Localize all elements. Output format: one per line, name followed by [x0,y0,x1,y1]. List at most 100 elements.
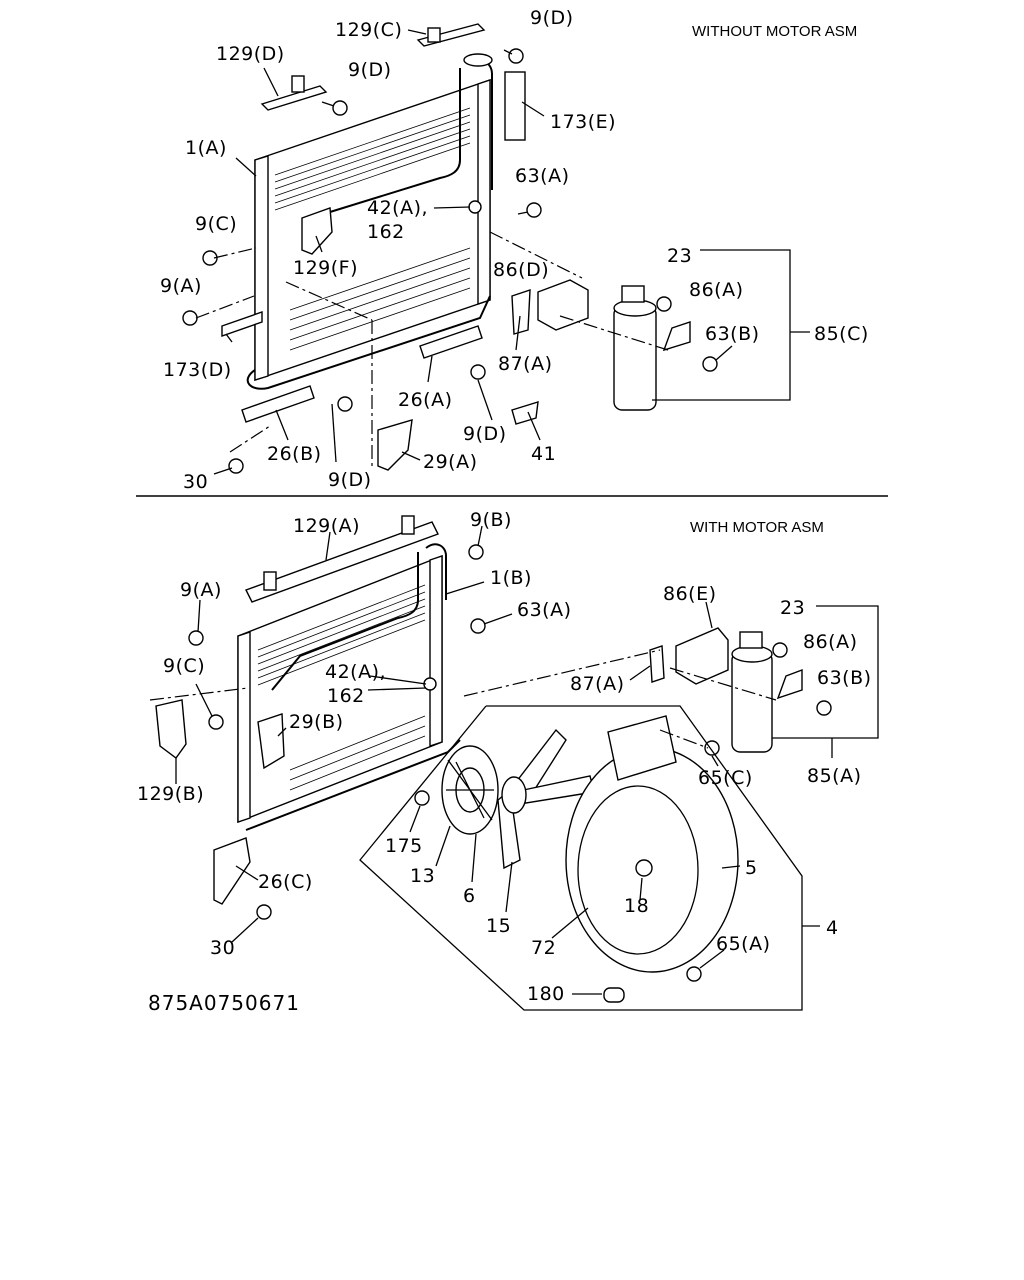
callout-26b-top: 26(B) [267,443,322,465]
callout-30-bottom: 30 [210,937,235,959]
bolt-9d-upper [321,100,348,116]
receiver-drier-23-bottom [731,631,788,753]
callout-86a-bottom: 86(A) [803,631,858,653]
bolt-9c-top [202,250,218,266]
bolt-9d-low [337,396,353,412]
callout-9c-bottom: 9(C) [163,655,205,677]
bracket-129b [155,699,187,759]
bracket-26b [241,385,315,423]
callout-65a-bottom: 65(A) [716,933,771,955]
clamp-86a-top [662,321,691,352]
callout-9d-top-2: 9(D) [348,59,392,81]
callout-26c-bottom: 26(C) [258,871,313,893]
callout-15-bottom: 15 [486,915,511,937]
fan-shroud-5 [565,715,739,973]
bracket-41 [511,401,539,425]
callout-72-bottom: 72 [531,937,556,959]
callout-63b-top: 63(B) [705,323,760,345]
top-section-title: WITHOUT MOTOR ASM [692,23,857,40]
condenser-1b [237,543,461,831]
seal-173d [221,311,263,337]
callout-9d-top-1: 9(D) [530,7,574,29]
top-section: WITHOUT MOTOR ASM [160,7,868,493]
bracket-29a [377,419,413,471]
bracket-87a-top [511,289,531,335]
callout-6-bottom: 6 [463,885,476,907]
bolt-30-bottom [256,904,272,920]
callout-42a-top: 42(A), [367,197,428,219]
clamp-86e [675,627,729,685]
callout-26a-top: 26(A) [398,389,453,411]
bolt-175 [414,790,430,806]
callout-129f-top: 129(F) [293,257,358,279]
bottom-section-title: WITH MOTOR ASM [690,519,824,536]
callout-30-top: 30 [183,471,208,493]
callout-5-bottom: 5 [745,857,758,879]
clamp-86d [537,279,589,331]
bolt-63a-top [517,202,542,218]
callout-18-bottom: 18 [624,895,649,917]
bolt-63b-bottom [816,700,832,716]
callout-63a-top: 63(A) [515,165,570,187]
callout-129c-top: 129(C) [335,19,402,41]
callout-86d-top: 86(D) [493,259,549,281]
callout-42a-bottom: 42(A), [325,661,386,683]
bolt-65a [686,966,702,982]
callout-13-bottom: 13 [410,865,435,887]
bolt-9a-top [182,310,198,326]
bottom-section: WITH MOTOR ASM [137,509,879,1015]
bolt-9b-bottom [468,544,484,560]
grommet-42a-top [468,200,482,214]
callout-9d-top-4: 9(D) [328,469,372,491]
assembly-4-outline [359,705,803,1011]
fan-motor-13 [441,745,499,835]
callout-65c-bottom: 65(C) [698,767,753,789]
bolt-63b-top [702,356,718,372]
callout-129b-bottom: 129(B) [137,783,204,805]
callout-87a-top: 87(A) [498,353,553,375]
diagram-code: 875A0750671 [148,991,300,1015]
bracket-29b [257,713,285,770]
callout-162-bottom: 162 [327,685,365,707]
callout-173e-top: 173(E) [550,111,616,133]
callout-162-top: 162 [367,221,405,243]
bracket-129c [416,23,486,47]
seal-173e [504,71,526,141]
callout-87a-bottom: 87(A) [570,673,625,695]
callout-9b-bottom: 9(B) [470,509,512,531]
condenser-1a [246,53,493,390]
callout-9a-bottom: 9(A) [180,579,222,601]
callout-129d-top: 129(D) [216,43,285,65]
bolt-30-top [228,458,244,474]
callout-9d-top-3: 9(D) [463,423,507,445]
callout-29b-bottom: 29(B) [289,711,344,733]
receiver-drier-23-top [613,285,672,411]
callout-23-bottom: 23 [780,597,805,619]
bolt-9d-top [503,48,524,64]
bolt-9c-bottom [208,714,224,730]
callout-86a-top: 86(A) [689,279,744,301]
callout-180-bottom: 180 [527,983,565,1005]
bracket-87a-bottom [649,645,665,683]
callout-23-top: 23 [667,245,692,267]
bolt-9d-mid [470,364,486,380]
bracket-129d [260,75,328,111]
callout-4-bottom: 4 [826,917,839,939]
bolt-63a-bottom [470,618,486,634]
callout-41-top: 41 [531,443,556,465]
callout-85a-bottom: 85(A) [807,765,862,787]
bolt-65c [704,740,720,756]
callout-29a-top: 29(A) [423,451,478,473]
callout-86e-bottom: 86(E) [663,583,717,605]
fan-blade-15 [497,728,595,870]
clamp-86a-bottom [776,668,803,700]
callout-9c-top: 9(C) [195,213,237,235]
callout-129a-bottom: 129(A) [293,515,360,537]
bracket-129f [301,207,333,255]
callout-63a-bottom: 63(A) [517,599,572,621]
bracket-26c [213,837,251,905]
callout-1b-bottom: 1(B) [490,567,532,589]
callout-1a-top: 1(A) [185,137,227,159]
bracket-26a [419,325,483,359]
